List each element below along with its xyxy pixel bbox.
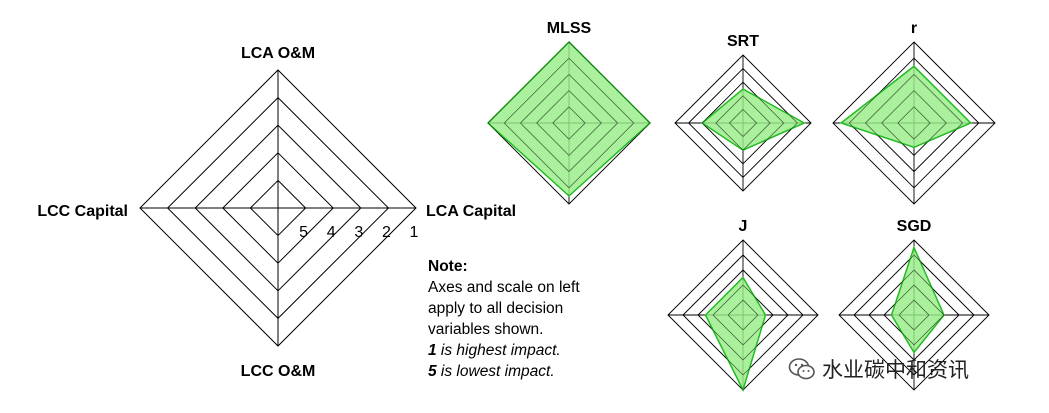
legend-tick-label: 5 <box>299 224 308 241</box>
radar-chart-mlss: MLSS <box>486 20 652 205</box>
grid-overlay-r-1 <box>897 106 931 140</box>
note-box: Note: Axes and scale on left apply to al… <box>428 256 638 382</box>
grid-overlay-mlss-1 <box>552 106 586 140</box>
note-highest-num: 1 <box>428 342 437 359</box>
chart-title-r: r <box>911 20 917 37</box>
grid-overlay-r-3 <box>864 73 964 173</box>
note-line-2: apply to all decision <box>428 300 564 317</box>
grid-overlay-r-2 <box>881 90 947 156</box>
chart-title-srt: SRT <box>727 33 759 50</box>
grid-overlay-j-2 <box>712 284 774 346</box>
radar-chart-j: J <box>667 218 819 393</box>
note-highest: 1 is highest impact. <box>428 340 638 361</box>
grid-overlay-j-5 <box>667 239 819 391</box>
legend-axis-label-bottom: LCC O&M <box>241 363 316 380</box>
chart-title-mlss: MLSS <box>547 20 592 37</box>
grid-overlay-j-4 <box>682 254 804 376</box>
grid-overlay-mlss-4 <box>503 57 635 189</box>
grid-overlay-srt-3 <box>701 81 785 165</box>
note-lowest: 5 is lowest impact. <box>428 361 638 382</box>
series-area-mlss <box>486 40 652 197</box>
series-area-sgd <box>890 245 945 354</box>
note-line-1: Axes and scale on left <box>428 279 580 296</box>
grid-overlay-mlss-3 <box>519 73 619 173</box>
note-title: Note: <box>428 258 468 275</box>
chart-title-j: J <box>739 218 748 235</box>
grid-overlay-j-3 <box>697 269 789 361</box>
wechat-icon <box>788 358 815 380</box>
legend-tick-label: 4 <box>327 224 336 241</box>
legend-scale-ticks: 5 4 3 2 1 <box>299 224 418 241</box>
chart-title-sgd: SGD <box>897 218 932 235</box>
watermark: 水业碳中和资讯 <box>788 356 969 382</box>
decision-variable-charts: MLSS SRT rJ SGD <box>486 20 996 393</box>
grid-overlay-srt-2 <box>715 95 771 151</box>
grid-overlay-srt-5 <box>674 54 812 192</box>
grid-overlay-sgd-5 <box>838 239 990 391</box>
radar-chart-r: r <box>832 20 996 205</box>
legend-radar-chart: LCA O&M LCA Capital LCC O&M LCC Capital … <box>37 45 516 380</box>
grid-overlay-r-4 <box>848 57 980 189</box>
grid-overlay-srt-4 <box>688 68 798 178</box>
grid-overlay-sgd-2 <box>883 284 945 346</box>
legend-tick-label: 3 <box>354 224 363 241</box>
legend-axis-label-top: LCA O&M <box>241 45 315 62</box>
radar-chart-srt: SRT <box>674 33 812 192</box>
grid-overlay-sgd-3 <box>868 269 960 361</box>
note-lowest-num: 5 <box>428 363 437 380</box>
grid-overlay-mlss-2 <box>536 90 602 156</box>
legend-grid <box>139 69 417 347</box>
series-area-j <box>704 276 767 393</box>
radar-chart-sgd: SGD <box>838 218 990 391</box>
grid-overlay-sgd-4 <box>853 254 975 376</box>
legend-tick-label: 2 <box>382 224 391 241</box>
note-highest-text: is highest impact. <box>436 342 561 359</box>
grid-overlay-mlss-5 <box>487 41 651 205</box>
grid-overlay-j-1 <box>727 299 759 331</box>
legend-axis-label-right: LCA Capital <box>426 203 516 220</box>
grid-overlay-srt-1 <box>728 108 758 138</box>
note-lowest-text: is lowest impact. <box>436 363 555 380</box>
watermark-text: 水业碳中和资讯 <box>822 359 969 382</box>
note-line-3: variables shown. <box>428 321 544 338</box>
legend-axis-label-left: LCC Capital <box>37 203 128 220</box>
grid-overlay-sgd-1 <box>898 299 930 331</box>
grid-overlay-r-5 <box>832 41 996 205</box>
series-area-r <box>839 65 973 149</box>
legend-tick-label: 1 <box>410 224 419 241</box>
